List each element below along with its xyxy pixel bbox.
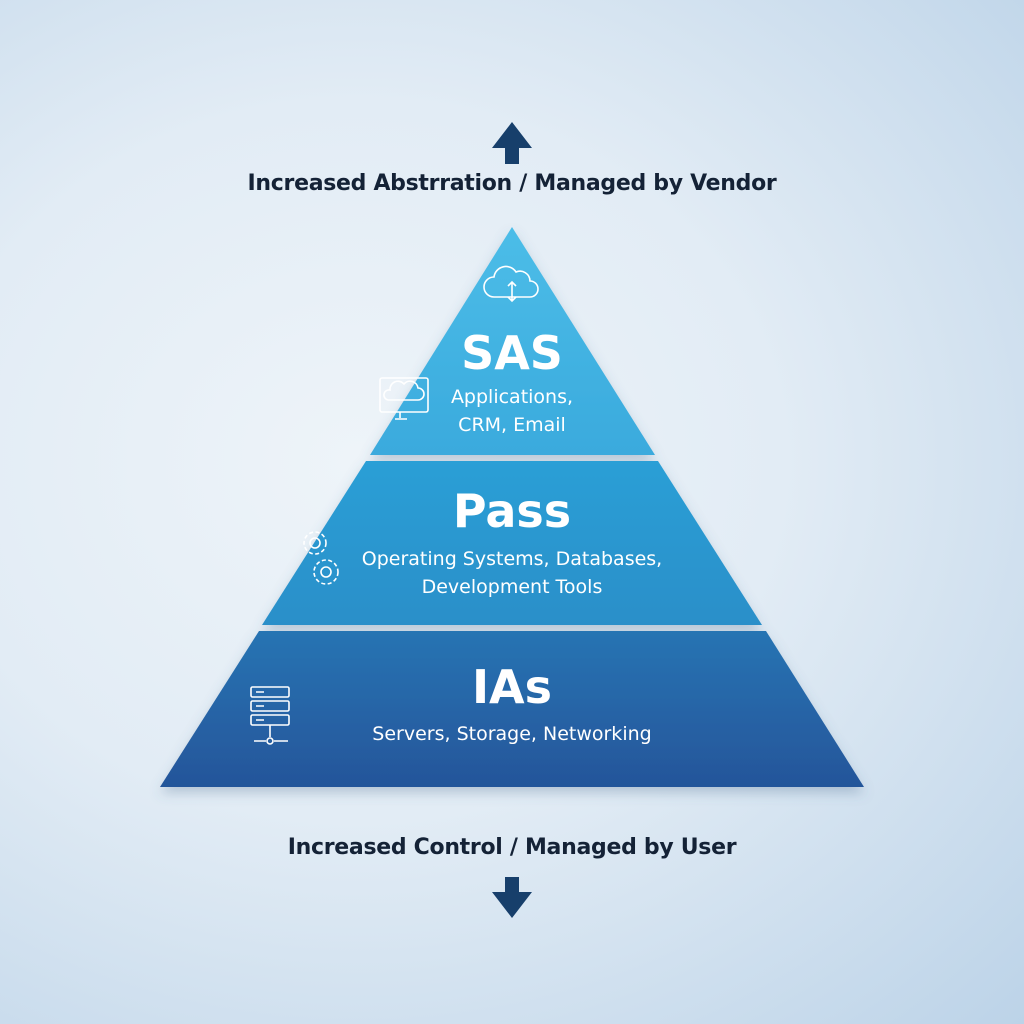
layer-iaas-shape	[160, 631, 864, 787]
server-rack-icon	[250, 686, 290, 745]
cloud-upload-icon	[483, 265, 539, 303]
layer-paas-description-2: Development Tools	[421, 576, 603, 598]
up-arrow-icon	[492, 122, 532, 164]
layer-saas-title: SAS	[461, 326, 563, 380]
layer-saas-description-2: CRM, Email	[458, 414, 566, 436]
layer-iaas-title: IAs	[471, 660, 553, 714]
top-axis-label: Increased Abstrration / Managed by Vendo…	[247, 171, 777, 196]
layer-iaas-description-1: Servers, Storage, Networking	[372, 723, 652, 745]
gears-icon	[303, 531, 339, 585]
cloud-monitor-icon	[379, 377, 429, 420]
layer-saas-shape	[370, 227, 655, 455]
layer-paas-title: Pass	[452, 484, 572, 538]
layer-saas-description-1: Applications,	[450, 386, 574, 408]
layer-paas-description-1: Operating Systems, Databases,	[361, 548, 663, 570]
layer-paas-shape	[262, 461, 762, 625]
bottom-axis-label: Increased Control / Managed by User	[287, 835, 737, 860]
down-arrow-icon	[492, 877, 532, 918]
